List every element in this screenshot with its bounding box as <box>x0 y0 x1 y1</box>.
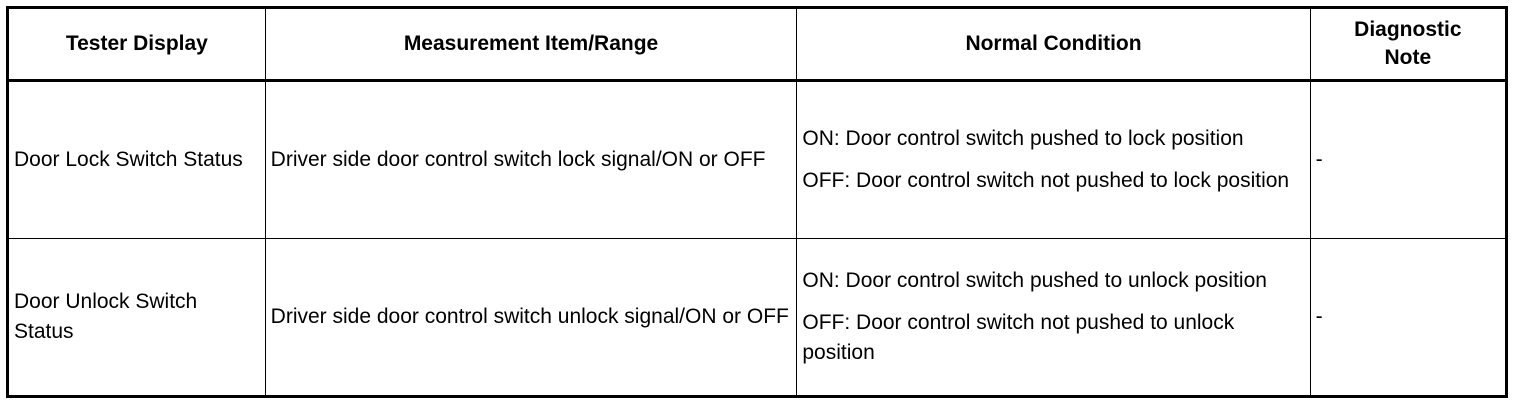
header-tester-display: Tester Display <box>7 7 266 82</box>
cell-normal-condition: ON: Door control switch pushed to lock p… <box>796 80 1311 239</box>
condition-off: OFF: Door control switch not pushed to u… <box>802 311 1235 364</box>
header-diagnostic-note-line1: Diagnostic <box>1354 18 1462 41</box>
condition-off: OFF: Door control switch not pushed to l… <box>802 169 1290 192</box>
tester-display-table: Tester Display Measurement Item/Range No… <box>6 6 1508 398</box>
cell-tester-display: Door Unlock Switch Status <box>7 238 266 397</box>
header-diagnostic-note-line2: Note <box>1384 46 1432 69</box>
cell-diagnostic-note: - <box>1309 80 1508 239</box>
cell-measurement-item: Driver side door control switch lock sig… <box>264 80 798 239</box>
condition-on: ON: Door control switch pushed to lock p… <box>802 127 1244 150</box>
header-measurement-item-range: Measurement Item/Range <box>264 7 798 82</box>
table-body: Door Lock Switch Status Driver side door… <box>7 80 1508 397</box>
header-normal-condition: Normal Condition <box>796 7 1311 82</box>
header-row: Tester Display Measurement Item/Range No… <box>7 7 1508 82</box>
table-row: Door Unlock Switch Status Driver side do… <box>7 238 1508 397</box>
table-header: Tester Display Measurement Item/Range No… <box>7 7 1508 82</box>
condition-on: ON: Door control switch pushed to unlock… <box>802 269 1267 292</box>
cell-normal-condition: ON: Door control switch pushed to unlock… <box>796 238 1311 397</box>
table-row: Door Lock Switch Status Driver side door… <box>7 80 1508 239</box>
cell-tester-display: Door Lock Switch Status <box>7 80 266 239</box>
cell-diagnostic-note: - <box>1309 238 1508 397</box>
cell-measurement-item: Driver side door control switch unlock s… <box>264 238 798 397</box>
